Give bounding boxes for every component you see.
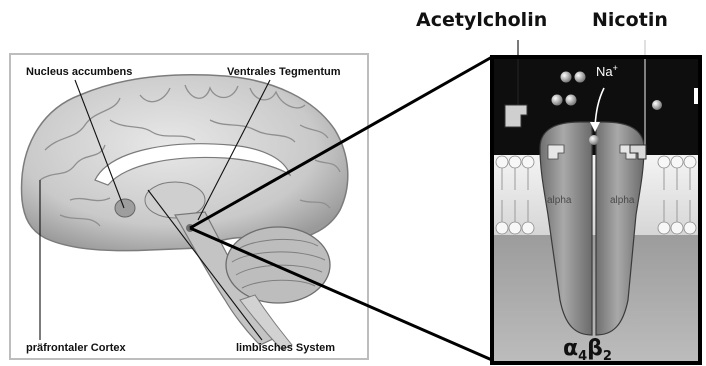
label-nucleus-accumbens: Nucleus accumbens: [26, 66, 132, 78]
label-limbic-system: limbisches System: [236, 342, 335, 354]
receptor-panel: alpha alpha Na+ α4β2: [492, 40, 700, 364]
label-ventral-tegmentum: Ventrales Tegmentum: [227, 66, 341, 78]
label-subunit-left: alpha: [547, 195, 572, 206]
label-nicotine: Nicotin: [592, 9, 668, 31]
label-acetylcholine: Acetylcholin: [416, 9, 547, 31]
label-subunit-right: alpha: [610, 195, 635, 206]
channel-gate-ion: [589, 135, 599, 145]
edge-marker: [694, 88, 698, 104]
label-prefrontal-cortex: präfrontaler Cortex: [26, 342, 127, 354]
nucleus-accumbens-region: [115, 199, 135, 217]
brain-panel: Nucleus accumbens Ventrales Tegmentum pr…: [10, 54, 368, 359]
